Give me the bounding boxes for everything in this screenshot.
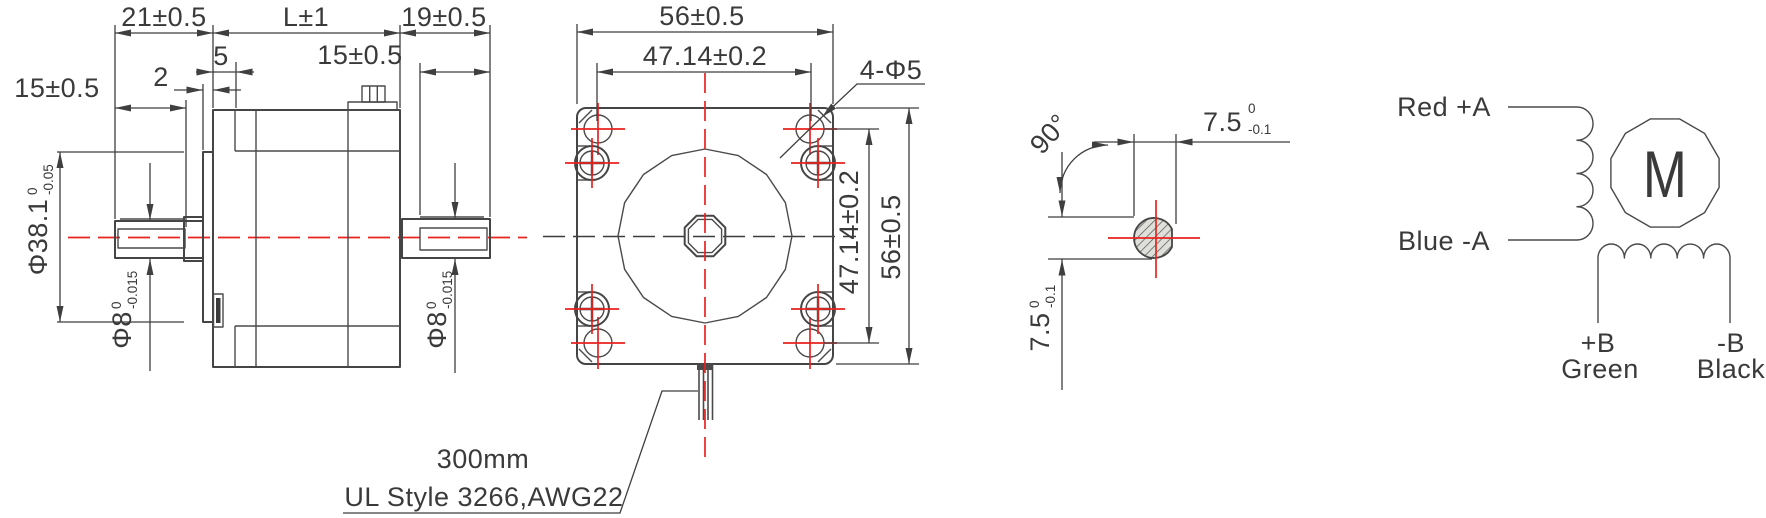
dim-rear-shaft-length: 21±0.5	[121, 2, 206, 32]
lead-b-positive-color: Green	[1561, 354, 1639, 384]
svg-text:56±0.5: 56±0.5	[876, 194, 906, 279]
dim-front-shaft-length: 19±0.5	[401, 2, 486, 32]
lead-b-negative-color: Black	[1697, 354, 1766, 384]
dim-front-shaft-diameter: Φ8 0 -0.015	[422, 271, 455, 349]
dim-flat-x: 7.5 0 -0.1	[1203, 101, 1271, 137]
extension-lines	[576, 24, 919, 365]
shaft-end-inner	[687, 218, 723, 254]
svg-text:-0.015: -0.015	[125, 271, 140, 309]
slot-fill	[216, 298, 221, 323]
dim-pilot-depth: 5	[213, 41, 229, 71]
extension-lines	[57, 25, 491, 323]
cable-leader	[343, 390, 698, 514]
tie-bolt	[565, 284, 619, 334]
dim-width: 56±0.5	[659, 1, 744, 31]
dim-hole-spacing-x: 47.14±0.2	[643, 41, 767, 71]
svg-text:0: 0	[424, 301, 439, 309]
svg-text:0: 0	[25, 187, 40, 195]
dim-angle-arc	[1056, 141, 1109, 194]
shaft-section-view: 90° 7.5 0 -0.1 7.5 0 -0.1	[1024, 101, 1290, 390]
dim-height: 56±0.5	[876, 194, 906, 279]
corner-chamfer	[817, 109, 832, 124]
svg-text:0: 0	[1248, 101, 1256, 116]
tie-bolt	[791, 284, 845, 334]
front-shaft	[401, 218, 491, 259]
dim-rear-flat-length: 15±0.5	[14, 73, 99, 103]
holes-leader-tail	[779, 116, 823, 159]
dim-rear-shaft-diameter: Φ8 0 -0.015	[107, 271, 140, 349]
dim-boss-diameter: Φ38.1 0 -0.05	[23, 164, 56, 275]
side-view: 21±0.5 L±1 19±0.5 15±0.5 15±0.5 2 5 Φ38.…	[14, 2, 527, 373]
motor-circle	[1610, 118, 1720, 228]
connector-base	[347, 101, 398, 111]
phase-a-coil	[1508, 106, 1594, 241]
connector	[347, 85, 398, 111]
svg-text:-0.1: -0.1	[1248, 122, 1271, 137]
svg-text:7.5: 7.5	[1203, 107, 1242, 137]
dimension-lines	[56, 29, 490, 373]
svg-text:0: 0	[1027, 300, 1042, 308]
svg-text:-0.1: -0.1	[1043, 285, 1058, 308]
svg-text:Φ38.1: Φ38.1	[23, 199, 53, 276]
rear-shaft-flat	[117, 228, 186, 249]
lead-a-positive-label: Red +A	[1397, 92, 1491, 122]
svg-text:Φ8: Φ8	[107, 311, 137, 349]
holes-leader	[821, 83, 925, 118]
front-shaft-flat	[419, 227, 488, 251]
shaft-end	[683, 214, 727, 258]
tie-bolt	[565, 138, 619, 188]
corner-chamfer	[578, 348, 593, 363]
svg-text:-0.05: -0.05	[41, 164, 56, 195]
lead-b-positive-label: +B	[1581, 328, 1616, 358]
motor-body	[212, 109, 401, 368]
dim-flat-angle: 90°	[1024, 108, 1075, 160]
dim-front-flat-length: 15±0.5	[317, 40, 402, 70]
connector-pins-housing	[361, 85, 386, 103]
phase-b-coil	[1597, 243, 1731, 323]
svg-text:Φ8: Φ8	[422, 311, 452, 349]
tie-bolt	[791, 138, 845, 188]
dim-boss-height: 2	[153, 62, 169, 92]
dim-mounting-holes: 4-Φ5	[860, 55, 923, 85]
rear-shaft	[114, 220, 204, 259]
front-view: 56±0.5 47.14±0.2 4-Φ5 47.14±0.2 56±0.5 3…	[343, 1, 925, 514]
svg-text:0: 0	[109, 301, 124, 309]
svg-text:7.5: 7.5	[1025, 312, 1055, 351]
svg-text:-0.015: -0.015	[440, 271, 455, 309]
dim-hole-spacing-y: 47.14±0.2	[834, 170, 864, 294]
rear-shaft-hub	[183, 216, 204, 262]
wiring-diagram: Red +A Blue -A M +B Green -B Black	[1397, 92, 1765, 384]
dim-body-length: L±1	[283, 2, 329, 32]
motor-symbol: M	[1643, 137, 1687, 211]
tie-bolt-screws	[565, 138, 845, 334]
lead-a-negative-label: Blue -A	[1398, 226, 1490, 256]
extension-lines	[1048, 134, 1177, 260]
cable-callout: 300mm UL Style 3266,AWG22	[343, 390, 698, 514]
corner-chamfer	[578, 109, 593, 124]
corner-chamfer	[817, 348, 832, 363]
lead-b-negative-label: -B	[1717, 328, 1745, 358]
pilot-circle	[617, 148, 793, 324]
rear-slot-detail	[212, 293, 224, 328]
dim-flat-y: 7.5 0 -0.1	[1025, 285, 1058, 352]
cable-length: 300mm	[437, 444, 530, 474]
slot-outline	[212, 293, 224, 328]
svg-text:47.14±0.2: 47.14±0.2	[834, 170, 864, 294]
cable-spec: UL Style 3266,AWG22	[344, 482, 623, 512]
